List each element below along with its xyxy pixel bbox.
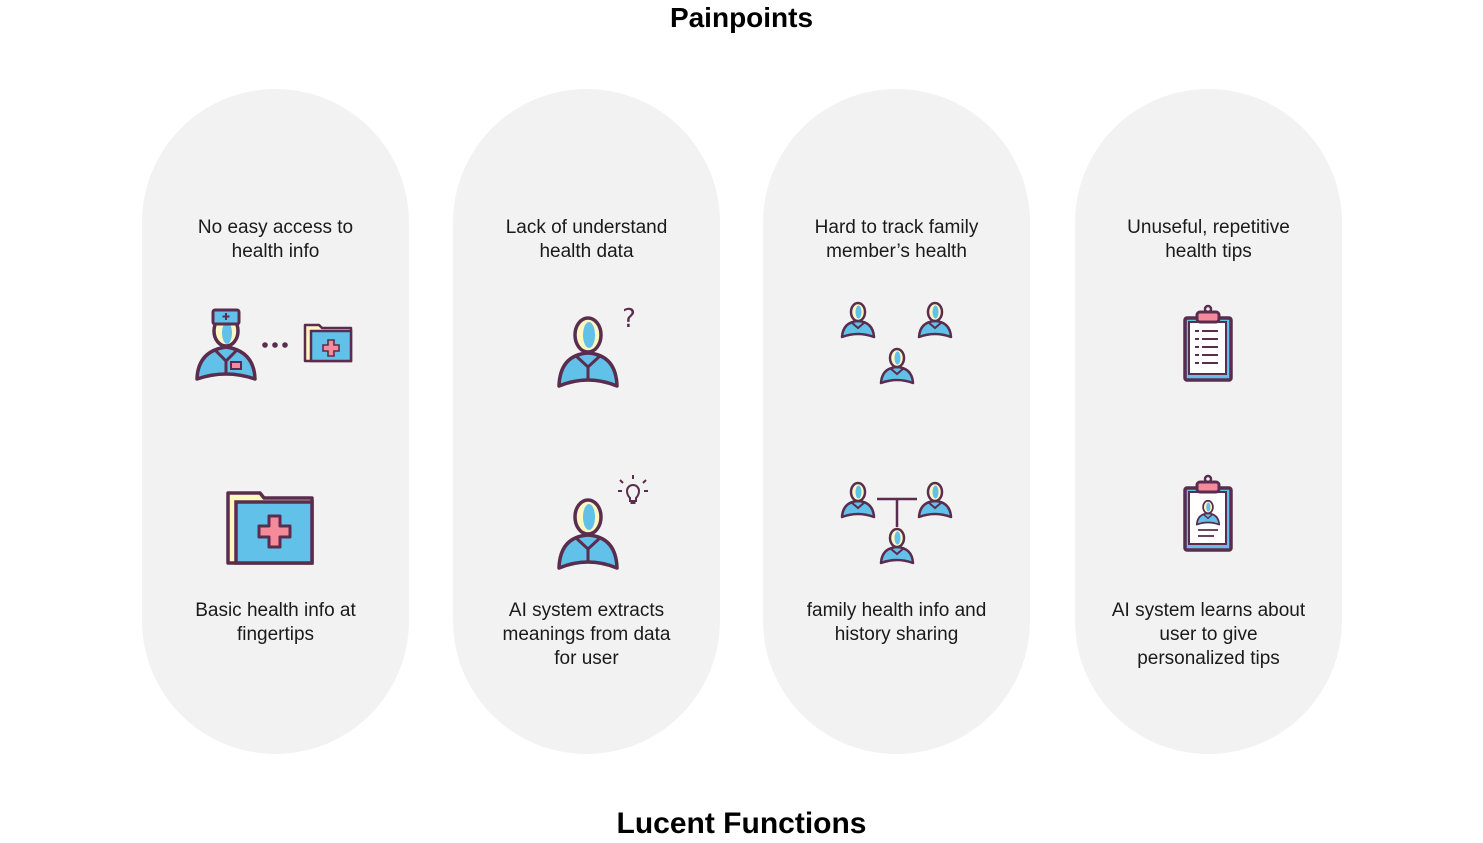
painpoint-text: Hard to track family member’s health	[814, 217, 979, 262]
function-text: AI system learns about user to give pers…	[1111, 600, 1306, 669]
checklist-clipboard-icon	[1075, 289, 1342, 399]
medical-folder-icon	[142, 469, 409, 579]
lucent-functions-title: Lucent Functions	[616, 807, 867, 840]
function-text: Basic health info at fingertips	[195, 600, 356, 645]
card-understand-data: Lack of understand health data ? AI syst…	[453, 89, 720, 754]
painpoint-text: Lack of understand health data	[505, 217, 668, 262]
card-health-tips: Unuseful, repetitive health tips	[1075, 89, 1342, 754]
family-network-icon	[763, 469, 1030, 579]
svg-text:?: ?	[622, 304, 636, 334]
card-health-access: No easy access to health info	[142, 89, 409, 754]
doctor-to-folder-icon	[142, 289, 409, 399]
user-lightbulb-icon	[453, 469, 720, 579]
painpoints-title: Painpoints	[669, 2, 814, 33]
card-family-tracking: Hard to track family member’s health fam…	[763, 89, 1030, 754]
painpoint-text: No easy access to health info	[197, 217, 354, 262]
painpoint-text: Unuseful, repetitive health tips	[1127, 217, 1290, 262]
profile-clipboard-icon	[1075, 469, 1342, 579]
family-members-icon	[763, 289, 1030, 399]
function-text: AI system extracts meanings from data fo…	[502, 600, 671, 669]
function-text: family health info and history sharing	[806, 600, 987, 645]
user-question-icon: ?	[453, 289, 720, 399]
